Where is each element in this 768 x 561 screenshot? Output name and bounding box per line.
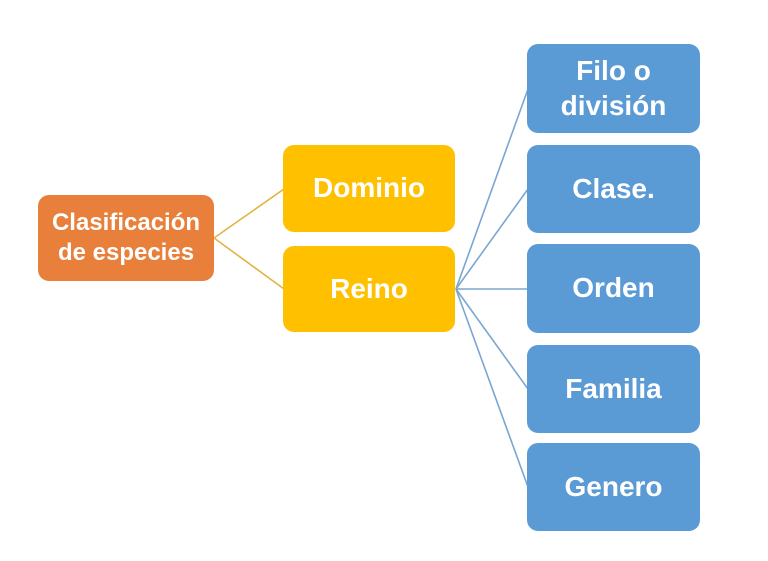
node-label: Clase. — [572, 172, 655, 204]
node-label: Orden — [572, 272, 655, 304]
node-label: Filo o división — [560, 55, 667, 121]
node-label: Reino — [330, 272, 408, 304]
connector-reino-genero — [455, 288, 529, 488]
connector-reino-clase — [455, 188, 529, 290]
connector-reino-filo — [455, 88, 529, 290]
connector-root-dominio — [213, 188, 285, 239]
node-clase[interactable]: Clase. — [527, 145, 700, 233]
node-orden[interactable]: Orden — [527, 244, 700, 333]
node-label: Familia — [565, 372, 662, 404]
node-dominio[interactable]: Dominio — [283, 145, 455, 232]
node-familia[interactable]: Familia — [527, 345, 700, 433]
node-genero[interactable]: Genero — [527, 443, 700, 531]
node-label: Clasificación de especies — [51, 209, 201, 266]
node-label: Dominio — [313, 172, 425, 204]
node-label: Genero — [564, 470, 663, 502]
node-filo-o-division[interactable]: Filo o división — [527, 44, 700, 133]
connector-root-reino — [213, 237, 285, 290]
node-clasificacion-de-especies[interactable]: Clasificación de especies — [38, 195, 214, 281]
connector-reino-familia — [455, 288, 529, 390]
node-reino[interactable]: Reino — [283, 246, 455, 332]
